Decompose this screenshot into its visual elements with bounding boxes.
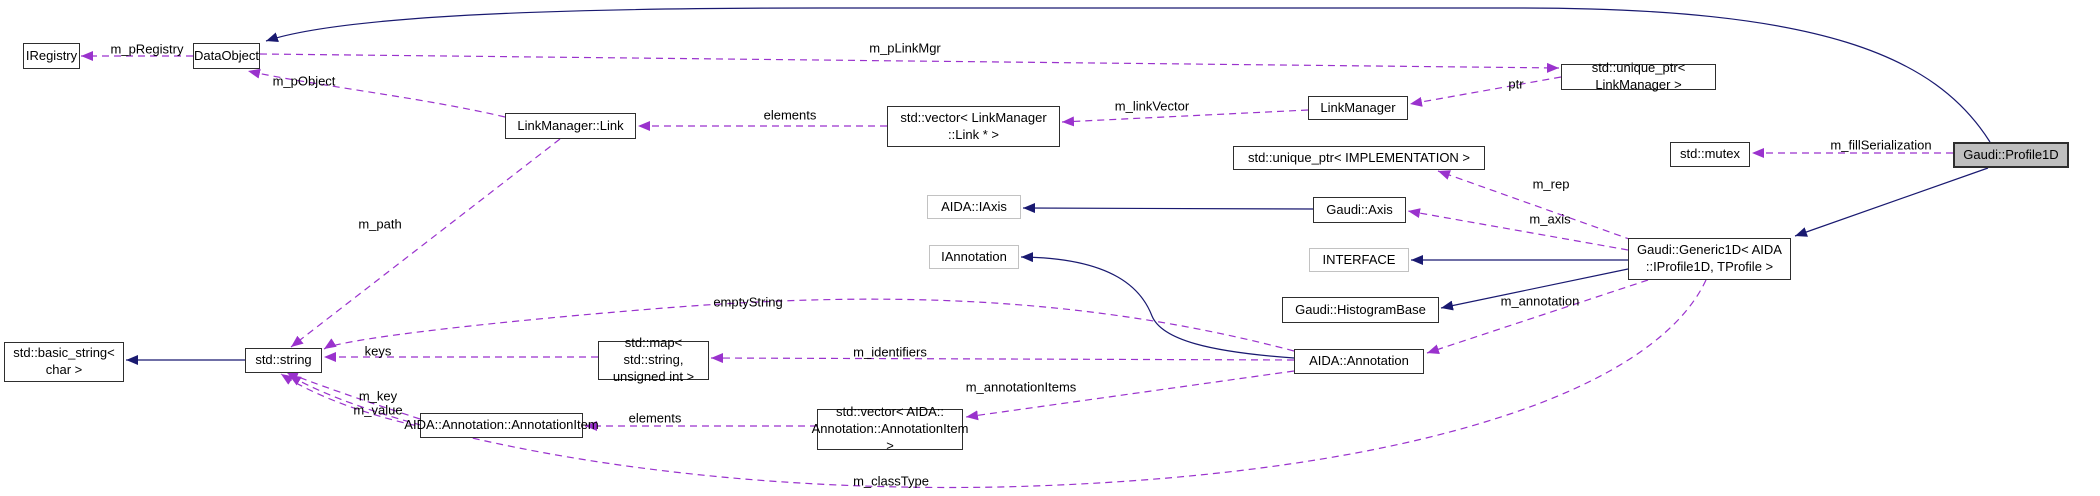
- node-vector-annotationitem[interactable]: std::vector< AIDA:: Annotation::Annotati…: [812, 404, 969, 453]
- node-gaudi-axis[interactable]: Gaudi::Axis: [1313, 197, 1406, 223]
- edge-label-m-plinkmgr: m_pLinkMgr: [869, 40, 941, 56]
- node-gaudi-generic1d-label: Gaudi::Generic1D< AIDA ::IProfile1D, TPr…: [1637, 242, 1782, 274]
- node-std-string[interactable]: std::string: [245, 348, 322, 373]
- edge-label-m-rep: m_rep: [1532, 176, 1570, 192]
- edge-label-m-axis: m_axis: [1529, 211, 1571, 227]
- edge-label-m-key: m_key: [358, 388, 398, 404]
- edge-label-m-pobject: m_pObject: [272, 73, 336, 89]
- node-std-string-label: std::string: [255, 352, 312, 368]
- edge-label-m-classtype: m_classType: [853, 473, 929, 489]
- node-iannotation-label: IAnnotation: [941, 248, 1007, 264]
- node-linkmanager-link-label: LinkManager::Link: [517, 117, 624, 133]
- edge-label-keys: keys: [364, 343, 392, 359]
- node-gaudi-histogrambase[interactable]: Gaudi::HistogramBase: [1282, 297, 1439, 323]
- node-unique-ptr-linkmanager-label: std::unique_ptr< LinkManager >: [1591, 60, 1686, 92]
- inherit-profile1d-generic1d: [1794, 167, 1989, 237]
- node-gaudi-axis-label: Gaudi::Axis: [1326, 201, 1393, 217]
- node-unique-ptr-linkmanager[interactable]: std::unique_ptr< LinkManager >: [1561, 60, 1716, 92]
- use-m-identifiers: [710, 353, 1295, 364]
- node-aida-iaxis-label: AIDA::IAxis: [941, 198, 1007, 214]
- node-iannotation: IAnnotation: [929, 245, 1019, 269]
- use-m-classtype: [288, 279, 1707, 489]
- node-iregistry[interactable]: IRegistry: [23, 43, 80, 69]
- use-m-rep: [1437, 170, 1633, 241]
- node-gaudi-generic1d[interactable]: Gaudi::Generic1D< AIDA ::IProfile1D, TPr…: [1628, 238, 1791, 280]
- node-dataobject[interactable]: DataObject: [193, 43, 260, 69]
- inherit-generic1d-histogrambase: [1440, 268, 1629, 311]
- edge-label-m-value: m_value: [353, 402, 403, 418]
- node-std-basic-string-label: std::basic_string< char >: [13, 345, 115, 377]
- node-linkmanager-link[interactable]: LinkManager::Link: [505, 113, 636, 139]
- inherit-annotation-iannotation: [1020, 252, 1295, 359]
- use-emptystring: [323, 298, 1295, 352]
- node-vector-annotationitem-label: std::vector< AIDA:: Annotation::Annotati…: [811, 404, 969, 453]
- node-gaudi-profile1d: Gaudi::Profile1D: [1953, 142, 2069, 168]
- node-std-mutex[interactable]: std::mutex: [1670, 142, 1750, 167]
- node-std-map[interactable]: std::map< std::string, unsigned int >: [598, 335, 709, 384]
- node-unique-ptr-implementation-label: std::unique_ptr< IMPLEMENTATION >: [1247, 149, 1471, 165]
- use-m-value: [280, 373, 428, 429]
- node-gaudi-histogrambase-label: Gaudi::HistogramBase: [1295, 301, 1426, 317]
- node-aida-annotation-label: AIDA::Annotation: [1309, 353, 1409, 369]
- node-std-mutex-label: std::mutex: [1680, 146, 1740, 162]
- node-linkmanager[interactable]: LinkManager: [1308, 96, 1408, 120]
- inherit-axis-iaxis: [1022, 203, 1314, 214]
- node-dataobject-label: DataObject: [193, 47, 260, 63]
- edge-label-m-identifiers: m_identifiers: [853, 344, 927, 360]
- node-vector-linkmanager-link-label: std::vector< LinkManager ::Link * >: [900, 109, 1047, 142]
- node-annotationitem[interactable]: AIDA::Annotation::AnnotationItem: [404, 413, 599, 438]
- edge-label-ptr: ptr: [1508, 76, 1524, 92]
- inherit-profile1d-dataobject: [265, 7, 1991, 143]
- use-m-annotationitems: [965, 370, 1295, 421]
- node-interface: INTERFACE: [1309, 248, 1409, 272]
- use-m-path: [290, 138, 561, 348]
- node-linkmanager-label: LinkManager: [1320, 99, 1396, 115]
- edge-label-m-fillserialization: m_fillSerialization: [1830, 137, 1932, 153]
- node-iregistry-label: IRegistry: [25, 47, 78, 63]
- edge-label-m-path: m_path: [358, 216, 402, 232]
- edge-label-m-pregistry: m_pRegistry: [110, 41, 184, 57]
- use-m-annotation: [1426, 279, 1649, 354]
- node-std-map-label: std::map< std::string, unsigned int >: [612, 335, 695, 384]
- node-std-basic-string[interactable]: std::basic_string< char >: [4, 342, 124, 382]
- node-aida-annotation[interactable]: AIDA::Annotation: [1294, 349, 1424, 374]
- use-m-axis: [1407, 208, 1629, 251]
- use-m-linkvector: [1061, 109, 1309, 127]
- node-annotationitem-label: AIDA::Annotation::AnnotationItem: [404, 417, 599, 433]
- node-unique-ptr-implementation[interactable]: std::unique_ptr< IMPLEMENTATION >: [1233, 146, 1485, 170]
- use-m-plinkmgr: [259, 53, 1560, 73]
- node-interface-label: INTERFACE: [1322, 251, 1396, 267]
- edge-label-elements-annotationitem: elements: [628, 410, 682, 426]
- use-ptr: [1409, 76, 1562, 107]
- node-aida-iaxis: AIDA::IAxis: [927, 195, 1021, 219]
- edge-label-m-linkvector: m_linkVector: [1114, 98, 1190, 114]
- edge-label-m-annotationitems: m_annotationItems: [965, 379, 1077, 395]
- node-vector-linkmanager-link[interactable]: std::vector< LinkManager ::Link * >: [887, 106, 1060, 147]
- use-m-pobject: [247, 68, 506, 118]
- edge-label-m-annotation: m_annotation: [1500, 293, 1580, 309]
- node-gaudi-profile1d-label: Gaudi::Profile1D: [1963, 146, 2059, 162]
- edge-label-emptystring: emptyString: [713, 294, 783, 310]
- edge-label-elements-link: elements: [763, 107, 817, 123]
